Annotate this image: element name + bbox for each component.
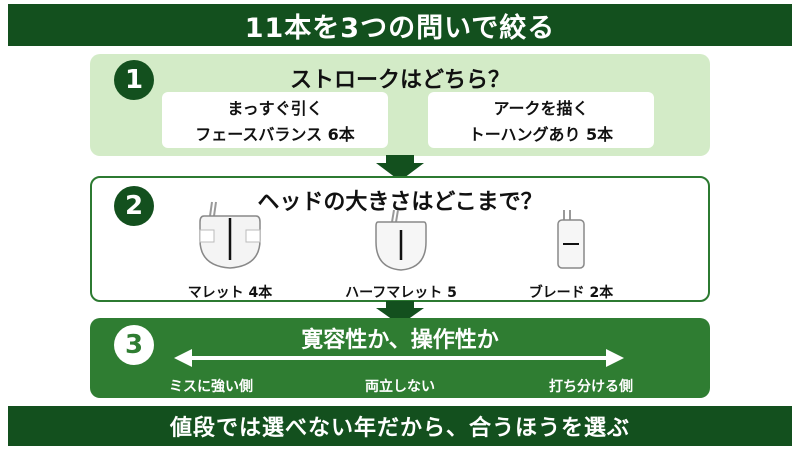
footer-bar: 値段では選べない年だから、合うほうを選ぶ <box>8 406 792 446</box>
step-number-1: 1 <box>114 60 154 100</box>
question-2-panel: 2 ヘッドの大きさはどこまで？ マレット 4本 ハーフマレット 5本 ブレード … <box>90 176 710 321</box>
question-2-title: ヘッドの大きさはどこまで？ <box>257 190 543 215</box>
blade-putter-icon <box>557 210 585 269</box>
option-straight-line1: まっすぐ引く <box>227 99 323 118</box>
question-3-panel: 3 寛容性か、操作性か ミスに強い側 両立しない 打ち分ける側 <box>90 318 710 398</box>
down-arrow-icon <box>376 155 424 181</box>
option-straight-stroke: まっすぐ引く フェースバランス 6本 <box>162 92 388 148</box>
head-label-mallet: マレット 4本 <box>187 285 273 301</box>
scale-right-label: 打ち分ける側 <box>549 379 633 395</box>
page-title: 11本を3つの問いで絞る <box>244 12 556 44</box>
step-number-1-text: 1 <box>124 65 144 95</box>
down-arrow-icon <box>376 301 424 325</box>
footer-text: 値段では選べない年だから、合うほうを選ぶ <box>169 416 630 441</box>
step-number-2-text: 2 <box>124 191 144 221</box>
option-arc-stroke: アークを描く トーハングあり 5本 <box>428 92 654 148</box>
title-bar: 11本を3つの問いで絞る <box>8 4 792 46</box>
scale-middle-label: 両立しない <box>365 379 435 395</box>
step-number-3-text: 3 <box>124 330 144 360</box>
double-arrow-icon <box>174 349 624 367</box>
question-1-panel: 1 ストロークはどちら？ まっすぐ引く フェースバランス 6本 アークを描く ト… <box>90 54 710 156</box>
option-arc-line1: アークを描く <box>493 99 589 118</box>
question-3-title: 寛容性か、操作性か <box>301 328 499 353</box>
half-mallet-putter-icon <box>375 209 427 271</box>
scale-left-label: ミスに強い側 <box>169 379 253 395</box>
option-arc-line2: トーハングあり 5本 <box>468 125 614 144</box>
option-straight-line2: フェースバランス 6本 <box>195 125 355 144</box>
question-1-title: ストロークはどちら？ <box>289 68 510 93</box>
mallet-putter-icon <box>199 201 261 269</box>
step-number-2: 2 <box>114 186 154 226</box>
step-number-3: 3 <box>114 325 154 365</box>
head-label-blade: ブレード 2本 <box>528 285 614 301</box>
